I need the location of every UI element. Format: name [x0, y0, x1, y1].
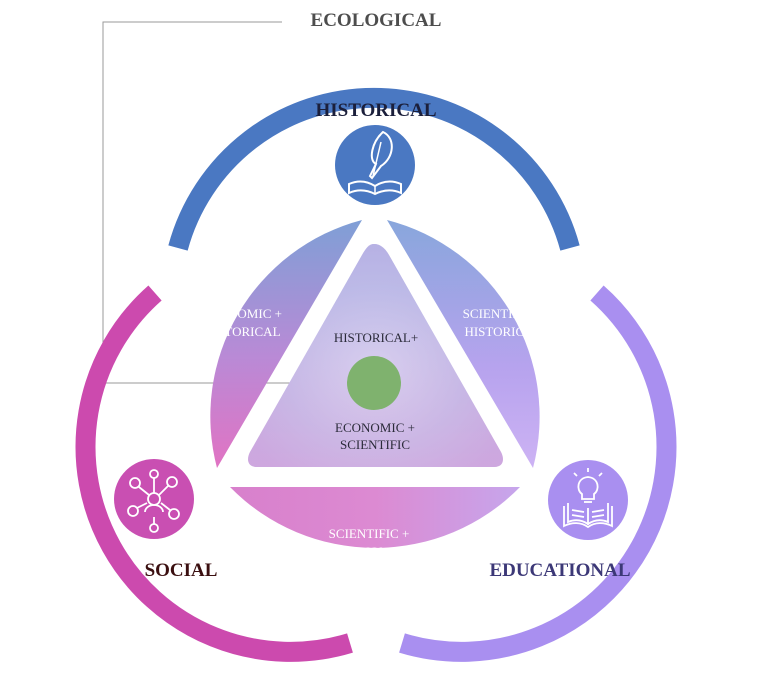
ecological-marker-circle — [347, 356, 401, 410]
educational-arc — [399, 285, 677, 662]
segment-scientific-historical — [387, 220, 540, 468]
social-arc — [75, 285, 353, 662]
segment-label-scientific-economic-2: ECONOMIC — [334, 544, 403, 559]
segment-scientific-economic — [230, 487, 520, 548]
segment-label-economic-historical-2: HISTORICAL — [203, 324, 280, 339]
quill-book-icon — [335, 125, 415, 205]
center-label-bottom-2: SCIENTIFIC — [340, 437, 410, 452]
label-educational: EDUCATIONAL — [489, 560, 630, 581]
segment-economic-historical — [210, 220, 362, 468]
segment-label-scientific-historical-2: HISTORICAL — [464, 324, 541, 339]
label-historical: HISTORICAL — [315, 100, 436, 121]
historical-arc — [168, 87, 580, 251]
center-label-top: HISTORICAL+ — [334, 330, 418, 345]
segment-label-economic-historical-1: ECONOMIC + — [202, 306, 282, 321]
center-label-bottom-1: ECONOMIC + — [335, 420, 415, 435]
network-people-icon — [114, 459, 194, 539]
label-ecological: ECOLOGICAL — [311, 10, 442, 31]
segment-label-scientific-historical-1: SCIENTIFIC + — [463, 306, 544, 321]
segment-label-scientific-economic-1: SCIENTIFIC + — [329, 526, 410, 541]
lightbulb-book-icon — [548, 460, 628, 540]
label-social: SOCIAL — [145, 560, 218, 581]
